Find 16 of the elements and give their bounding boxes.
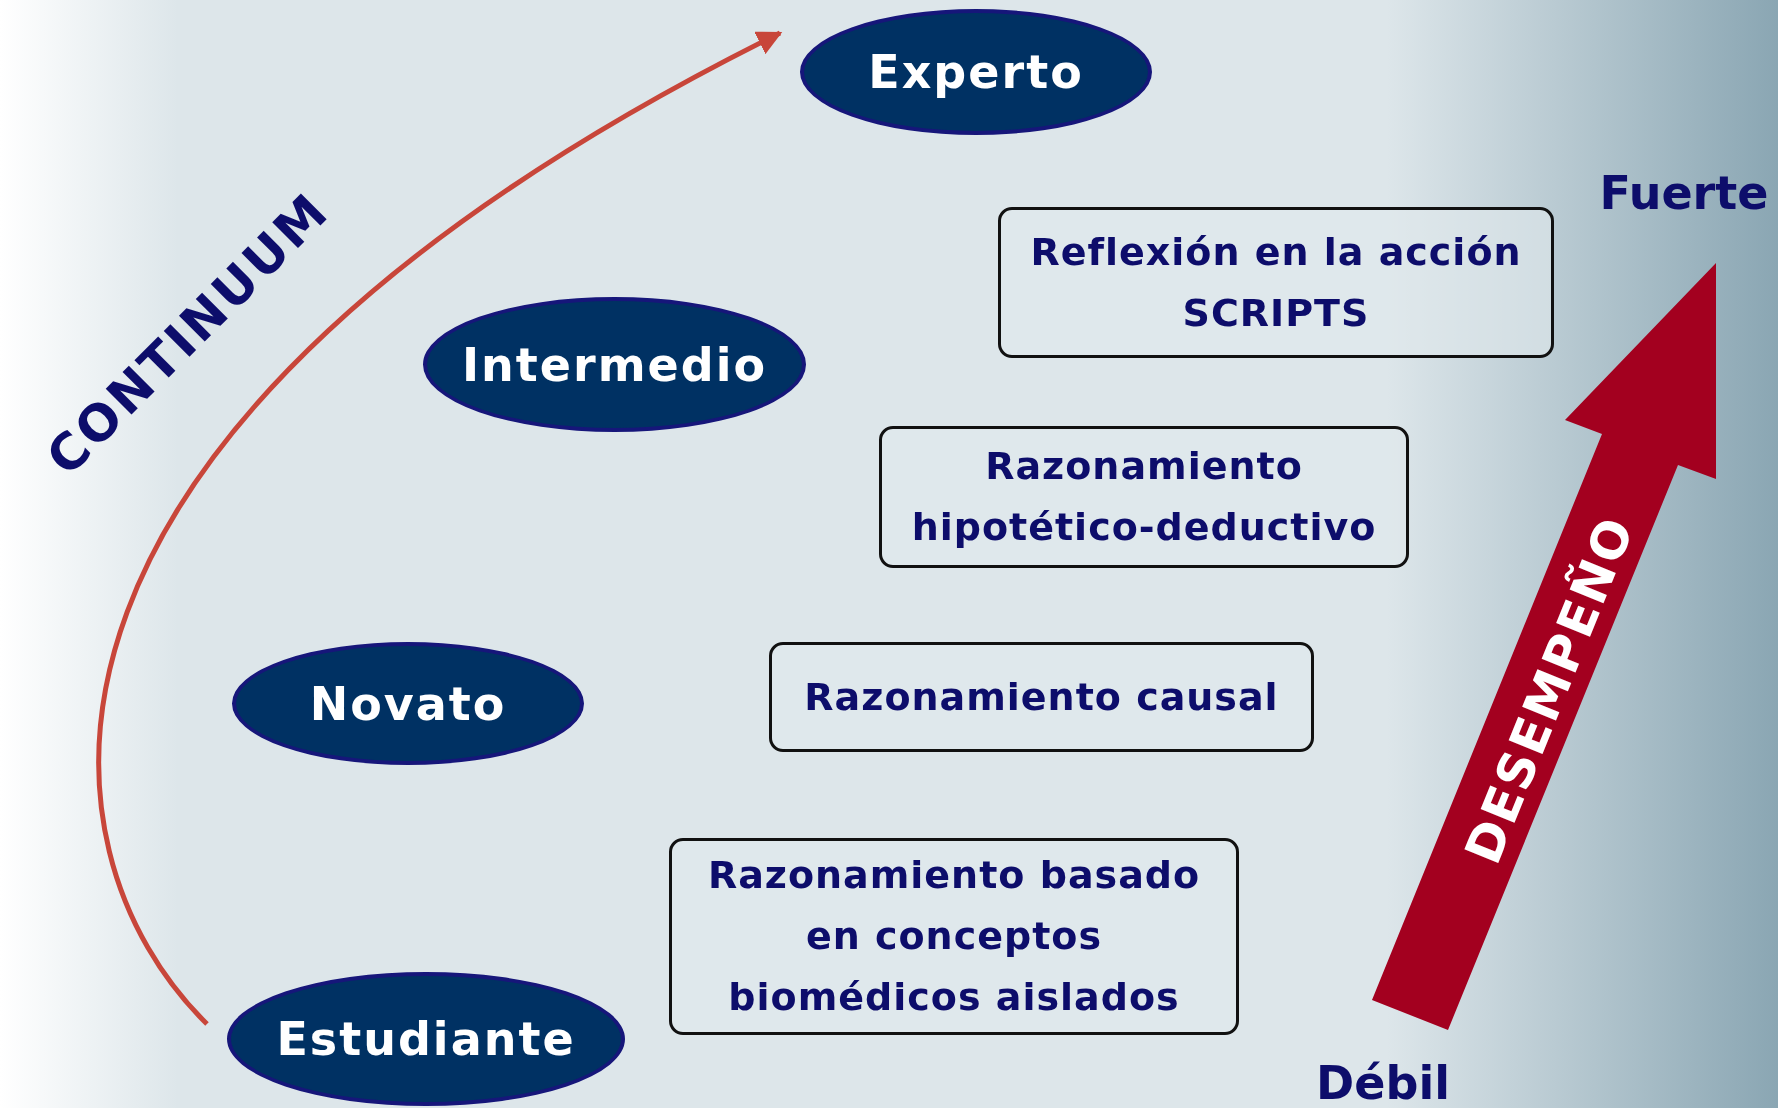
reasoning-box — [769, 642, 1314, 752]
axis-label: Fuerte — [1599, 166, 1769, 220]
node-label: Razonamiento hipotético-deductivo — [910, 443, 1378, 551]
reasoning-box — [669, 838, 1239, 1035]
axis-label: Débil — [1316, 1056, 1450, 1108]
node-label: Reflexión en la acción — [1030, 228, 1522, 276]
reasoning-box — [879, 426, 1409, 568]
node-label: Razonamiento basado en conceptos biomédicos aislados — [706, 852, 1202, 1021]
node-label: Intermedio — [461, 337, 768, 392]
node-label: Estudiante — [276, 1012, 576, 1066]
node-label: Novato — [309, 676, 507, 731]
node-label: Razonamiento causal — [804, 673, 1279, 721]
node-label: Experto — [868, 45, 1084, 99]
curved-arrow — [97, 30, 783, 1026]
node-label: SCRIPTS — [1182, 289, 1370, 337]
reasoning-box — [998, 207, 1554, 358]
